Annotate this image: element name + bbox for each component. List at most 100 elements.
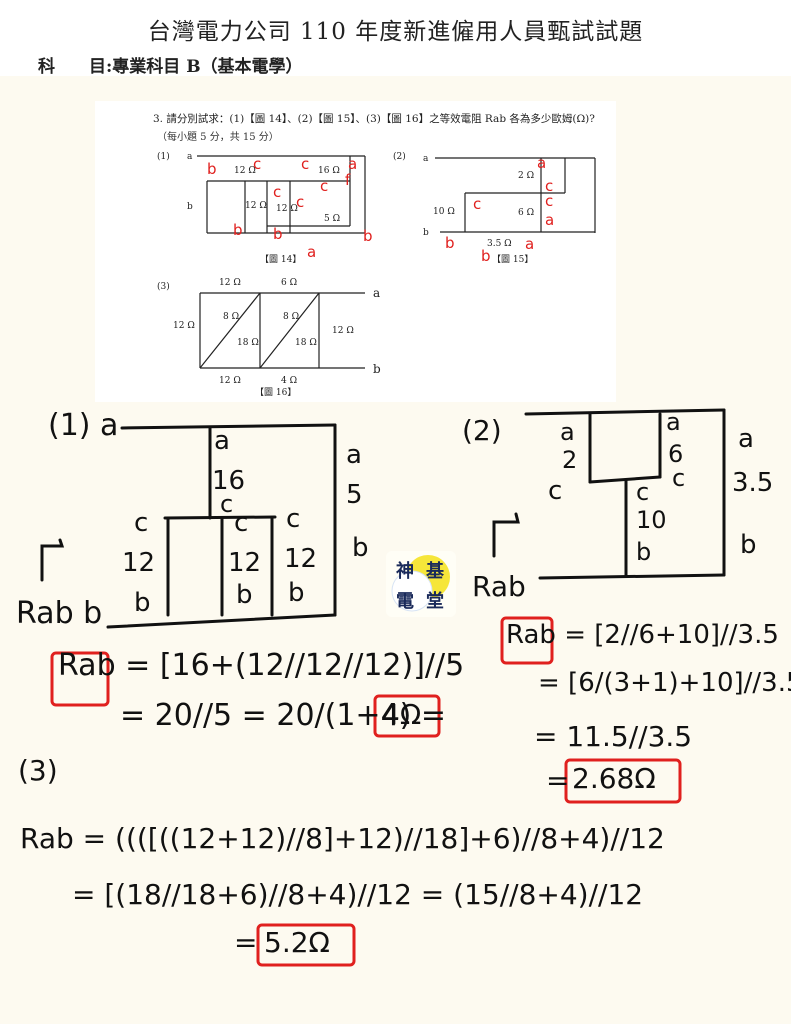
fig15-r4: 3.5 Ω <box>487 239 512 249</box>
fig16-node-b: b <box>373 362 381 376</box>
part1-c1: c <box>134 508 149 538</box>
part2-line3: = 11.5//3.5 <box>534 720 693 753</box>
part3-label: (3) <box>18 754 58 787</box>
fig14-caption: 【圖 14】 <box>260 254 301 265</box>
part1-b2: b <box>236 580 253 610</box>
logo-char-1: 神 <box>396 561 414 582</box>
fig15-note-8: a <box>525 235 534 253</box>
part1-rab-label: Rab b <box>16 596 103 631</box>
fig14-note-2: c <box>253 155 261 173</box>
part1-node-a: a <box>214 426 230 456</box>
fig16-r8: 18 Ω <box>295 338 317 348</box>
part2-c2: c <box>636 478 650 506</box>
fig15-note-4: c <box>473 195 481 213</box>
fig16-r5: 8 Ω <box>283 312 299 322</box>
fig14-note-5: c <box>273 183 281 201</box>
part2-line2: = [6/(3+1)+10]//3.5 <box>538 668 791 698</box>
fig14-note-4: a <box>348 155 357 173</box>
part1-node-b: b <box>352 533 369 563</box>
fig14-note-3: c <box>301 155 309 173</box>
fig14-note-7: c <box>320 177 328 195</box>
fig16-node-a: a <box>373 286 380 300</box>
fig15-node-a: a <box>423 154 429 164</box>
part3-answer: 5.2Ω <box>264 926 330 959</box>
fig14-node-a: a <box>187 152 193 162</box>
part2-line1: Rab = [2//6+10]//3.5 <box>506 620 779 650</box>
fig14-r2: 16 Ω <box>318 166 340 176</box>
fig14-note-1: b <box>207 160 217 178</box>
part2-r35: 3.5 <box>732 468 774 498</box>
part2-line3b: = <box>546 764 570 797</box>
part1-r12c: 12 <box>284 544 318 574</box>
part2-c1: c <box>548 476 563 506</box>
fig16-caption: 【圖 16】 <box>255 387 296 398</box>
fig14-note-10: b <box>273 225 283 243</box>
question-text: 3. 請分別試求：(1)【圖 14】、(2)【圖 15】、(3)【圖 16】之等… <box>153 113 595 125</box>
figure-15 <box>435 157 596 233</box>
question-figures: (1) a b 12 Ω 16 Ω 12 Ω 12 Ω 5 Ω 【圖 14】 (… <box>157 151 596 398</box>
part1-r5: 5 <box>346 480 363 510</box>
fig14-r4: 12 Ω <box>276 204 298 214</box>
fig14-note-8: f <box>345 171 351 189</box>
part1-c3: c <box>286 504 301 534</box>
fig15-label: (2) <box>393 151 406 162</box>
part1-label: (1) a <box>48 408 119 443</box>
fig14-note-9: b <box>233 221 243 239</box>
logo-mark <box>391 555 450 612</box>
fig15-caption: 【圖 15】 <box>492 254 533 265</box>
fig14-r5: 5 Ω <box>324 214 340 224</box>
fig15-node-b: b <box>423 228 429 238</box>
part3-line1: Rab = ((([((12+12)//8]+12)//18]+6)//8+4)… <box>20 822 665 855</box>
part3-line2: = [(18//18+6)//8+4)//12 = (15//8+4)//12 <box>72 878 644 911</box>
part2-a2: a <box>666 408 681 436</box>
part1-node-a2: a <box>346 440 362 470</box>
part2-r10: 10 <box>636 506 667 534</box>
part2-label: (2) <box>462 414 502 447</box>
part2-b2: b <box>740 530 757 560</box>
fig15-note-5: a <box>545 211 554 229</box>
fig15-note-2: c <box>545 177 553 195</box>
fig15-r2: 10 Ω <box>433 207 455 217</box>
part1-r12a: 12 <box>122 548 156 578</box>
part3-line3: = <box>234 926 258 959</box>
question-panel: 3. 請分別試求：(1)【圖 14】、(2)【圖 15】、(3)【圖 16】之等… <box>95 101 616 402</box>
logo-char-3: 電 <box>396 591 414 612</box>
exam-header: 台灣電力公司 110 年度新進僱用人員甄試試題 科 目:專業科目 B（基本電學） <box>0 0 791 77</box>
part1-r16: 16 <box>212 466 246 496</box>
fig15-r1: 2 Ω <box>518 171 534 181</box>
exam-title: 台灣電力公司 110 年度新進僱用人員甄試試題 <box>147 19 644 45</box>
fig16-r3: 12 Ω <box>173 321 195 331</box>
figure-14 <box>197 155 366 234</box>
part1-b3: b <box>288 578 305 608</box>
fig14-r3: 12 Ω <box>245 201 267 211</box>
part1-line2: = 20//5 = 20/(1+4) = <box>120 698 447 733</box>
question-points: （每小題 5 分，共 15 分） <box>157 132 279 143</box>
part2-b1: b <box>636 538 652 566</box>
part1-b1: b <box>134 588 151 618</box>
fig14-note-11: a <box>307 243 316 261</box>
fig15-note-1: a <box>537 154 546 172</box>
fig15-note-7: b <box>481 247 491 265</box>
fig14-label: (1) <box>157 151 170 162</box>
fig14-r1: 12 Ω <box>234 166 256 176</box>
part2-r2: 2 <box>562 446 578 474</box>
part2-a3: a <box>738 424 754 454</box>
fig16-r9: 12 Ω <box>219 376 241 386</box>
fig16-r2: 6 Ω <box>281 278 297 288</box>
part2-a1: a <box>560 418 575 446</box>
part2-r6: 6 <box>668 440 684 468</box>
figure-16 <box>199 292 365 369</box>
logo-char-4: 堂 <box>426 591 444 612</box>
fig16-r1: 12 Ω <box>219 278 241 288</box>
fig15-note-6: b <box>445 234 455 252</box>
part2-rab-label: Rab <box>472 570 526 603</box>
fig16-r10: 4 Ω <box>281 376 297 386</box>
part1-node-c: c <box>220 490 234 518</box>
fig14-note-6: c <box>296 193 304 211</box>
fig16-r4: 8 Ω <box>223 312 239 322</box>
part1-answer: 4Ω <box>382 698 422 731</box>
logo-char-2: 基 <box>426 561 444 582</box>
fig16-r7: 18 Ω <box>237 338 259 348</box>
exam-subject: 科 目:專業科目 B（基本電學） <box>38 57 303 77</box>
